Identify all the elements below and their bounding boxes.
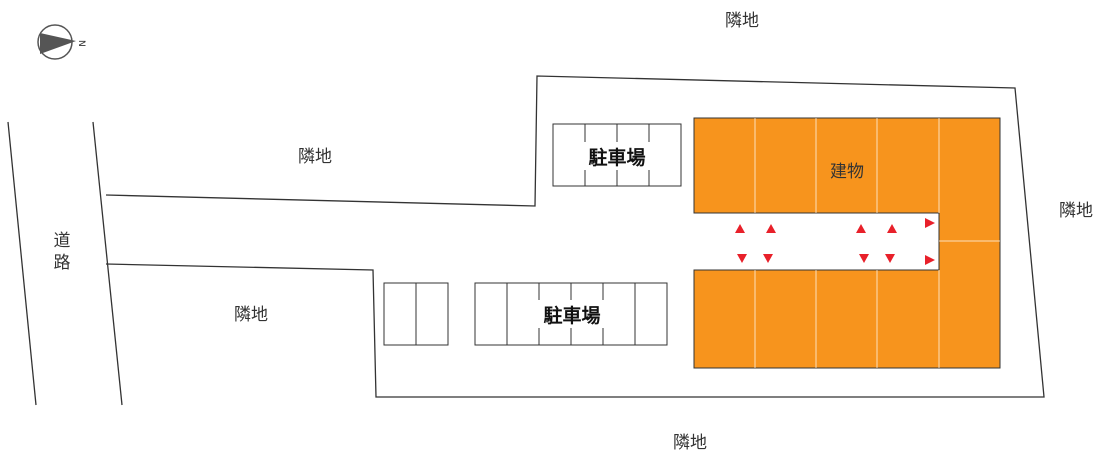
neighbor-left-lower-label: 隣地: [234, 305, 268, 325]
neighbor-top-label: 隣地: [725, 11, 759, 31]
road-label-2: 路: [54, 253, 71, 273]
triangle-up-icon: [735, 224, 745, 233]
road-label-1: 道: [54, 231, 71, 251]
compass-letter: N: [76, 40, 86, 47]
triangle-down-icon: [885, 254, 895, 263]
triangle-down-icon: [763, 254, 773, 263]
neighbor-left-upper-label: 隣地: [298, 147, 332, 167]
entrance-arrows: [735, 218, 935, 265]
lot-boundary: [105, 75, 1045, 398]
neighbor-right-label: 隣地: [1059, 201, 1093, 221]
building-label: 建物: [830, 162, 864, 182]
triangle-right-icon: [925, 218, 935, 228]
triangle-down-icon: [859, 254, 869, 263]
parking-upper-label-bg: [580, 142, 676, 170]
parking-upper-label: 駐車場: [588, 146, 645, 169]
parking-lower: 駐車場: [474, 282, 668, 346]
building: 建物: [693, 117, 1001, 369]
compass: N: [37, 24, 86, 60]
building-shape: [693, 117, 1001, 369]
parking-lower-label-bg: [533, 300, 611, 328]
parking-lower-small: [383, 282, 449, 346]
neighbor-bottom-label: 隣地: [673, 433, 707, 453]
parking-lower-label: 駐車場: [543, 304, 600, 327]
triangle-up-icon: [887, 224, 897, 233]
road-edge-left: [7, 121, 37, 406]
north-arrow-icon: [40, 33, 76, 54]
triangle-up-icon: [766, 224, 776, 233]
triangle-up-icon: [856, 224, 866, 233]
triangle-down-icon: [737, 254, 747, 263]
triangle-right-icon: [925, 255, 935, 265]
parking-upper: 駐車場: [552, 123, 682, 187]
